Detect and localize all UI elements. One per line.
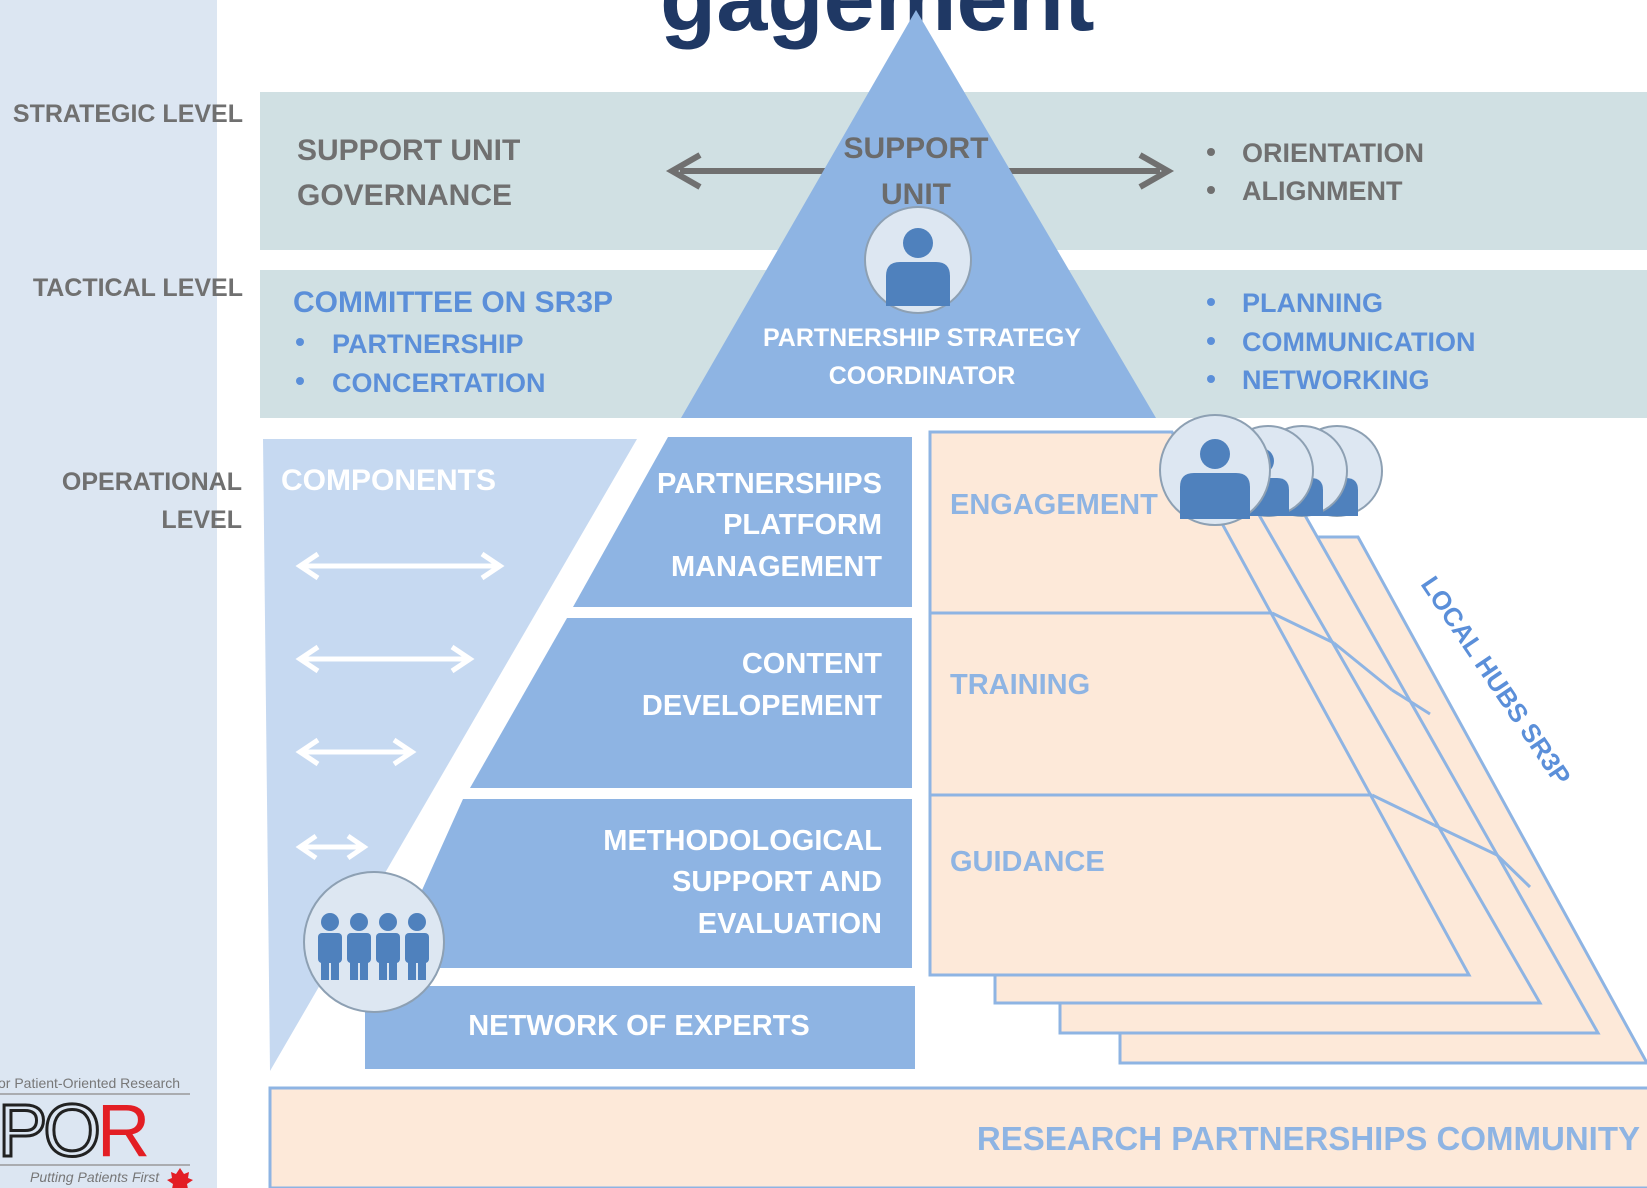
committee-title: COMMITTEE ON SR3P: [293, 286, 613, 319]
left-arrow-icon: [665, 152, 830, 190]
community-label: RESEARCH PARTNERSHIPS COMMUNITY: [977, 1120, 1640, 1157]
left-sidebar: [0, 0, 217, 1188]
row-platform-line-3: MANAGEMENT: [671, 551, 882, 583]
bullet-icon: [296, 377, 304, 385]
pyramid-row-platform: [573, 437, 912, 607]
row-content-line-2: DEVELOPEMENT: [642, 690, 882, 722]
bullet-partnership: PARTNERSHIP: [332, 329, 524, 359]
bullet-icon: [296, 338, 304, 346]
component-arrows: [295, 551, 505, 861]
person-icon: [864, 206, 972, 314]
row-platform-line-2: PLATFORM: [723, 509, 882, 541]
bullet-icon: [1207, 375, 1215, 383]
network-of-experts-label: NETWORK OF EXPERTS: [468, 1010, 810, 1042]
logo-tagline: Putting Patients First: [30, 1169, 160, 1185]
row-content-line-1: CONTENT: [742, 648, 882, 680]
governance-line-2: GOVERNANCE: [297, 179, 512, 212]
bullet-icon: [1207, 148, 1215, 156]
bullet-orientation: ORIENTATION: [1242, 138, 1424, 168]
logo-letters: POR: [0, 1089, 148, 1172]
network-of-experts-box: [365, 986, 915, 1069]
coordinator-line-1: PARTNERSHIP STRATEGY: [763, 324, 1081, 352]
group-icon: [303, 871, 445, 1013]
bullet-concertation: CONCERTATION: [332, 368, 545, 398]
person-icon: [1159, 414, 1271, 526]
double-arrow-icon: [295, 737, 417, 767]
operational-level-label-2: LEVEL: [161, 506, 242, 534]
pyramid-row-content: [470, 618, 912, 788]
tactical-level-label: TACTICAL LEVEL: [33, 274, 243, 302]
logo-top-text: or Patient-Oriented Research: [0, 1075, 180, 1091]
pyramid-row-methodological: [387, 799, 912, 968]
bullet-icon: [1207, 337, 1215, 345]
row-method-line-1: METHODOLOGICAL: [603, 825, 882, 857]
hub-row-guidance: GUIDANCE: [950, 846, 1105, 878]
coordinator-line-2: COORDINATOR: [829, 362, 1016, 390]
row-platform-line-1: PARTNERSHIPS: [657, 468, 882, 500]
double-arrow-icon: [295, 644, 475, 674]
page-title: gagement: [660, 0, 1095, 50]
support-unit-line-2: UNIT: [881, 178, 951, 211]
support-unit-line-1: SUPPORT: [843, 132, 988, 165]
double-arrow-icon: [295, 833, 369, 861]
bullet-alignment: ALIGNMENT: [1242, 176, 1403, 206]
governance-line-1: SUPPORT UNIT: [297, 134, 520, 167]
hub-dividers: [930, 611, 1532, 889]
bullet-icon: [1207, 298, 1215, 306]
double-arrow-icon: [295, 551, 505, 581]
bullet-planning: PLANNING: [1242, 288, 1383, 318]
strategic-bullets: ORIENTATION ALIGNMENT: [1207, 138, 1424, 206]
community-band: [268, 1086, 1647, 1188]
hub-row-engagement: ENGAGEMENT: [950, 489, 1158, 521]
spor-logo: or Patient-Oriented Research POR Putting…: [0, 1075, 193, 1188]
right-arrow-icon: [1000, 152, 1175, 190]
components-title: COMPONENTS: [281, 464, 496, 497]
row-method-line-2: SUPPORT AND: [672, 866, 882, 898]
strategic-level-label: STRATEGIC LEVEL: [13, 100, 243, 128]
maple-leaf-icon: [167, 1168, 193, 1188]
local-hubs-stack: [928, 430, 1647, 1065]
operational-level-label-1: OPERATIONAL: [62, 468, 242, 496]
bullet-networking: NETWORKING: [1242, 365, 1429, 395]
hub-row-training: TRAINING: [950, 669, 1090, 701]
bullet-icon: [1207, 186, 1215, 194]
row-method-line-3: EVALUATION: [698, 908, 882, 940]
bullet-communication: COMMUNICATION: [1242, 327, 1475, 357]
